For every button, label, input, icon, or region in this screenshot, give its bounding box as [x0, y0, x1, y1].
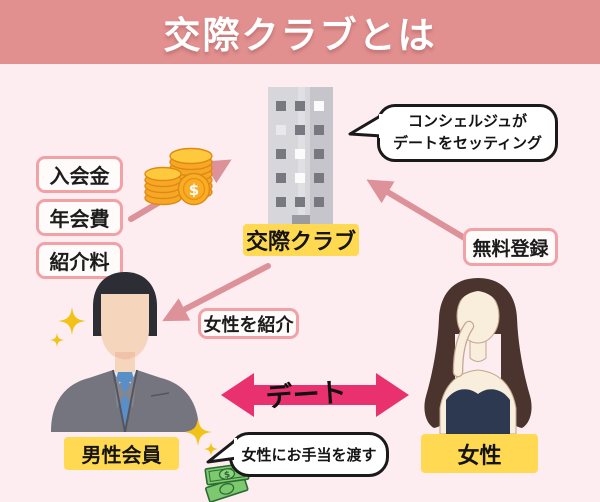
concierge-bubble-line2: デートをセッティング: [392, 134, 543, 152]
bill-dollar-glyph: $: [223, 470, 231, 481]
introduce-women-text: 女性を紹介: [203, 314, 294, 336]
fee-label-text: 紹介料: [49, 250, 110, 274]
concierge-bubble-line1: コンシェルジュが: [408, 112, 527, 131]
allowance-bubble-text: 女性にお手当を渡す: [241, 446, 377, 464]
coin-dollar-glyph: $: [189, 181, 199, 199]
arrow-female-to-club: [366, 179, 471, 243]
concierge-bubble: コンシェルジュが デートをセッティング: [377, 104, 558, 162]
club-label-text: 交際クラブ: [245, 230, 356, 255]
fee-label-text: 入会金: [49, 164, 110, 188]
fee-label-text: 年会費: [49, 207, 110, 231]
sparkle-icon: [184, 418, 218, 456]
coins-icon: $: [144, 147, 213, 206]
sparkle-icon: [50, 307, 86, 347]
male-member-illustration: [51, 272, 199, 432]
introduce-women-label: 女性を紹介: [198, 308, 299, 339]
fee-label-admission: 入会金: [36, 156, 123, 193]
date-arrow: [221, 373, 409, 417]
male-member-text: 男性会員: [81, 443, 162, 467]
female-text: 女性: [457, 443, 502, 469]
male-member-label: 男性会員: [64, 437, 179, 470]
female-label: 女性: [421, 434, 538, 473]
free-register-text: 無料登録: [472, 237, 549, 260]
allowance-bubble: 女性にお手当を渡す: [229, 432, 389, 477]
concierge-bubble-tail: [348, 113, 382, 138]
fee-label-annual: 年会費: [36, 199, 123, 236]
female-illustration: [424, 278, 532, 434]
building-windows: [276, 101, 324, 207]
allowance-bubble-tail: [206, 437, 237, 464]
page-title: 交際クラブとは: [163, 14, 437, 57]
free-register-label: 無料登録: [463, 228, 558, 266]
header-banner: 交際クラブとは: [0, 0, 600, 64]
club-label: 交際クラブ: [243, 224, 359, 256]
fee-label-referral: 紹介料: [36, 242, 123, 279]
building-illustration: [268, 87, 333, 227]
